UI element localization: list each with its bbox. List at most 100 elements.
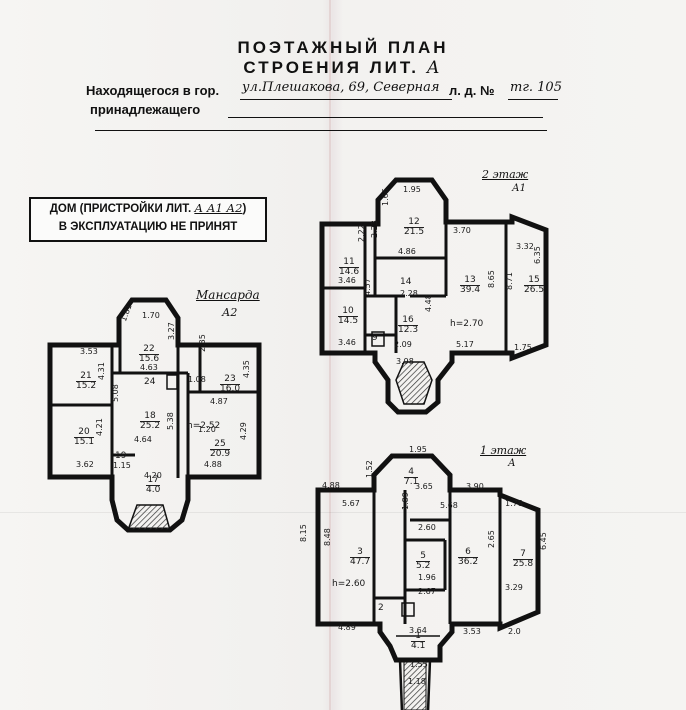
dimension-label: 2.0 <box>508 627 521 636</box>
location-label: Находящегося в гор. <box>86 83 220 98</box>
first-floor-lit: А <box>508 458 516 469</box>
room-area: 5.2 <box>416 561 431 572</box>
dimension-label: 4.86 <box>398 247 416 256</box>
room-number: 21 <box>80 371 92 381</box>
dimension-label: 4.35 <box>242 360 251 378</box>
room-area: 15.6 <box>139 354 160 365</box>
room-number: 7 <box>520 549 526 559</box>
dimension-label: 6.35 <box>533 246 542 264</box>
dimension-label: 3.62 <box>76 460 94 469</box>
room-area: 7.1 <box>404 477 419 488</box>
dimension-label: 2.28 <box>400 289 418 298</box>
dimension-label: 2.67 <box>418 587 436 596</box>
room-9-label: 9 <box>372 333 378 343</box>
dimension-label: 2.35 <box>198 334 207 352</box>
house-no-label: л. д. № <box>449 83 495 98</box>
room-area: 47.7 <box>350 557 371 568</box>
room-number: 12 <box>408 217 420 227</box>
room-area: 15.2 <box>76 381 97 392</box>
fold-line-horizontal <box>0 512 686 513</box>
owner-underline <box>228 117 543 119</box>
dimension-label: 3.65 <box>415 482 433 491</box>
dimension-label: 2.65 <box>487 530 496 548</box>
dimension-label: 1.15 <box>113 461 131 470</box>
room-number: 6 <box>465 547 471 557</box>
dimension-label: 5.67 <box>342 499 360 508</box>
dimension-label: 3.70 <box>453 226 471 235</box>
dimension-label: 3.29 <box>505 583 523 592</box>
stamp-line1: ДОМ (ПРИСТРОЙКИ ЛИТ. А А1 А2) <box>49 201 247 215</box>
dimension-label: 8.71 <box>505 272 514 290</box>
dimension-label: 4.88 <box>204 460 222 469</box>
dimension-label: 1.20 <box>198 425 216 434</box>
dimension-label: 6.45 <box>539 532 548 550</box>
second-partitions <box>322 222 508 353</box>
room-number: 18 <box>144 411 156 421</box>
dimension-label: 3.27 <box>167 322 176 340</box>
dimension-label: 4.21 <box>95 418 104 436</box>
room-number: 3 <box>357 547 363 557</box>
room-number: 15 <box>528 275 540 285</box>
room-number: 10 <box>342 306 354 316</box>
dimension-label: 3.64 <box>409 626 427 635</box>
dimension-label: 4.20 <box>144 471 162 480</box>
dimension-label: 2.22 <box>357 224 366 242</box>
second-stair-hatch <box>395 361 433 405</box>
room-area: 16.0 <box>220 384 241 395</box>
house-no-value: тг. 105 <box>510 80 562 95</box>
location-underline <box>240 99 452 101</box>
entrance-ramp <box>398 659 432 710</box>
attic-lit: А2 <box>222 306 238 319</box>
location-value: ул.Плешакова, 69, Северная <box>242 80 440 95</box>
room-number: 22 <box>143 344 155 354</box>
room-number: 24 <box>144 377 156 387</box>
room-area: 14.5 <box>338 316 359 327</box>
dimension-label: 5.08 <box>111 384 120 402</box>
dimension-label: 5.38 <box>166 412 175 430</box>
room-number: 5 <box>420 551 427 561</box>
dimension-label: 2.09 <box>394 340 412 349</box>
attic-title: Мансарда <box>196 288 260 302</box>
room-area: 14.6 <box>339 267 360 278</box>
dimension-label: 8.48 <box>323 528 332 546</box>
second-chimney <box>371 331 385 347</box>
room-number: 19 <box>115 451 127 461</box>
dimension-label: 4.88 <box>322 481 340 490</box>
room-number: 4 <box>408 467 415 477</box>
room-area: 25.2 <box>140 421 161 432</box>
plan-title: ПОЭТАЖНЫЙ ПЛАН <box>237 38 449 57</box>
dimension-label: 1.89 <box>401 492 410 510</box>
room-area: 39.4 <box>460 285 481 296</box>
room-number: 25 <box>214 439 226 449</box>
entrance-stair-hatch <box>403 661 427 710</box>
room-area: 21.5 <box>404 227 425 238</box>
first-height-label: h=2.60 <box>332 579 366 589</box>
dimension-label: 1.55 <box>410 660 428 669</box>
dimension-label: 1.75 <box>514 343 532 352</box>
second-outer-wall <box>319 177 549 415</box>
second-floor-plan <box>319 177 549 415</box>
dimension-label: 4.64 <box>134 435 152 444</box>
subtitle-text: СТРОЕНИЯ ЛИТ. <box>243 58 420 77</box>
dimension-label: 3.98 <box>396 357 414 366</box>
dimension-label: 3.32 <box>516 242 534 251</box>
dimension-label: 1.52 <box>365 460 374 478</box>
not-accepted-stamp: ДОМ (ПРИСТРОЙКИ ЛИТ. А А1 А2) В ЭКСПЛУАТ… <box>29 197 267 242</box>
first-floor-title: 1 этаж <box>480 444 527 457</box>
dimension-label: 8.65 <box>487 270 496 288</box>
dimension-label: 3.46 <box>338 338 356 347</box>
room-area: 36.2 <box>458 557 479 568</box>
dimension-label: 8.15 <box>299 524 308 542</box>
dimension-label: 4.89 <box>338 623 356 632</box>
